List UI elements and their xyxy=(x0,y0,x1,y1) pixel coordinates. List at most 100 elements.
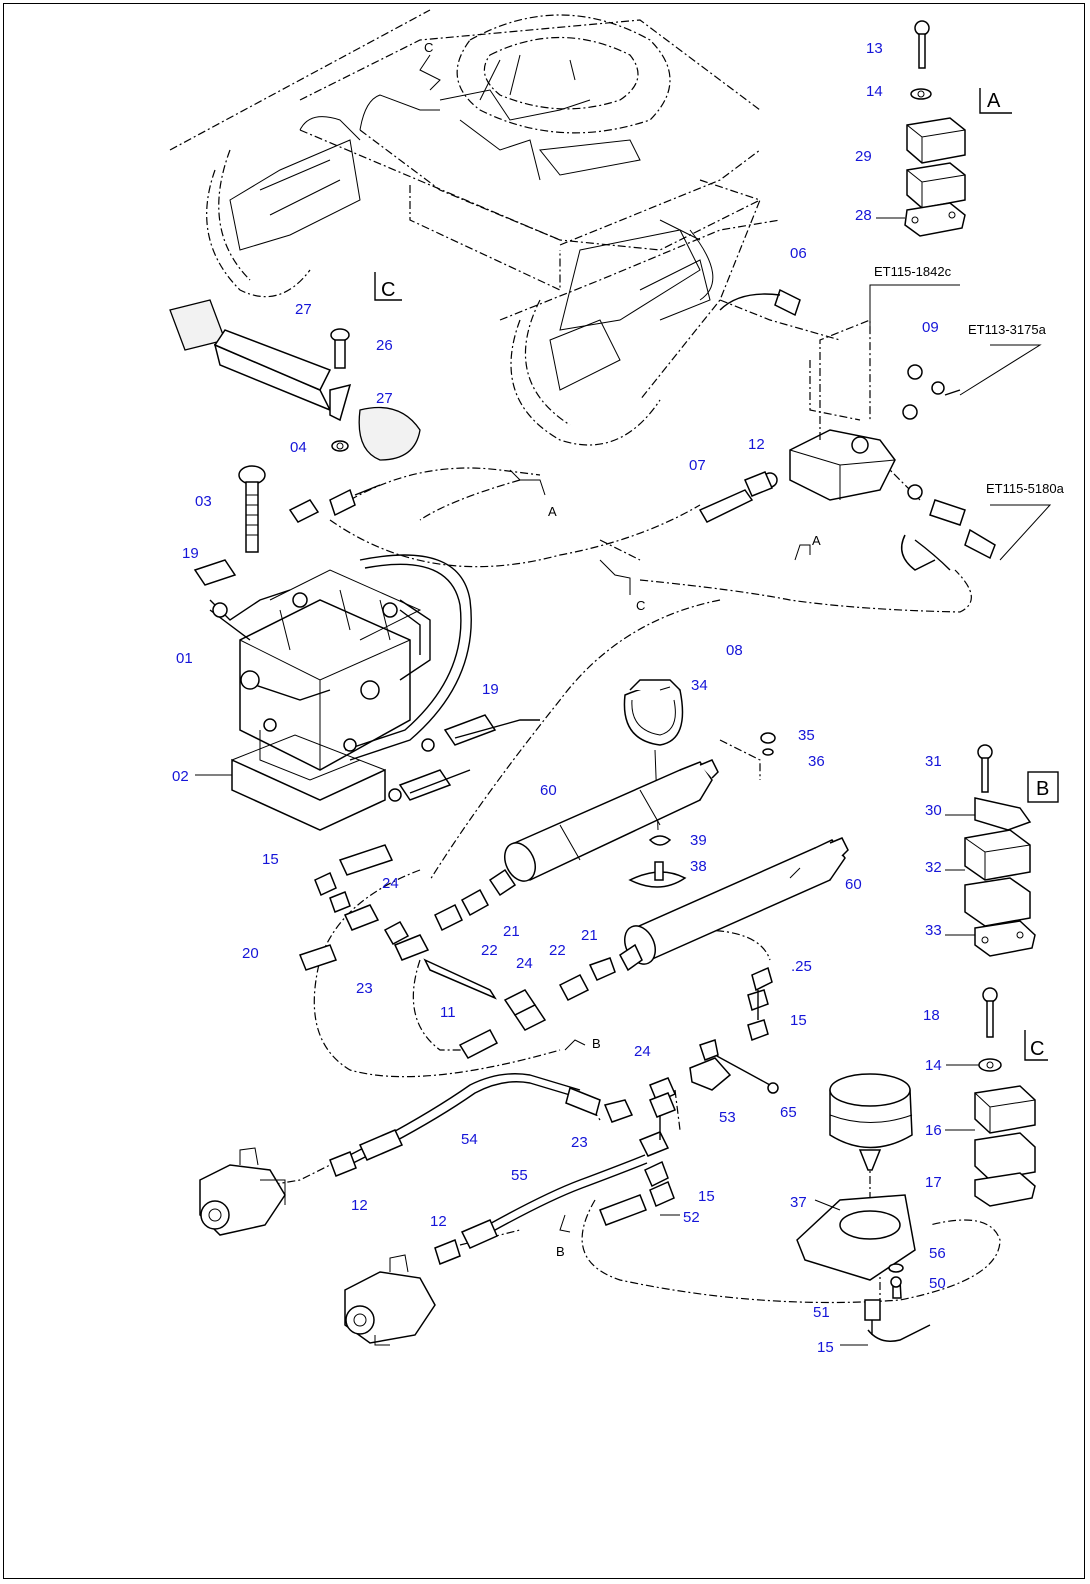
label-19-a: 19 xyxy=(182,545,199,562)
label-52: 52 xyxy=(683,1209,700,1226)
label-37: 37 xyxy=(790,1194,807,1211)
label-15-b: 15 xyxy=(790,1012,807,1029)
label-02: 02 xyxy=(172,768,189,785)
label-08: 08 xyxy=(726,642,743,659)
label-55: 55 xyxy=(511,1167,528,1184)
view-ref-c-lower-label: C xyxy=(1030,1038,1044,1060)
detail-a-clamp xyxy=(904,20,966,237)
label-27-b: 27 xyxy=(376,390,393,407)
label-31: 31 xyxy=(925,753,942,770)
label-22-b: 22 xyxy=(549,942,566,959)
label-24-c: 24 xyxy=(634,1043,651,1060)
label-32: 32 xyxy=(925,859,942,876)
label-14-b: 14 xyxy=(925,1057,942,1074)
label-14-a: 14 xyxy=(866,83,883,100)
arrow-ref-b-1: B xyxy=(592,1036,601,1051)
bolt-03 xyxy=(238,465,266,553)
view-ref-box-c-lower: C xyxy=(1024,1030,1048,1061)
label-38: 38 xyxy=(690,858,707,875)
label-50: 50 xyxy=(929,1275,946,1292)
label-60-b: 60 xyxy=(845,876,862,893)
code-ref-1: ET115-1842c xyxy=(874,264,952,279)
label-24-b: 24 xyxy=(516,955,533,972)
label-15-a: 15 xyxy=(262,851,279,868)
label-03: 03 xyxy=(195,493,212,510)
view-ref-a-label: A xyxy=(987,90,1001,112)
control-valve-assembly xyxy=(209,554,472,831)
label-24-a: 24 xyxy=(382,875,399,892)
label-56: 56 xyxy=(929,1245,946,1262)
view-ref-box-b: B xyxy=(1027,771,1059,803)
label-16: 16 xyxy=(925,1122,942,1139)
label-11: 11 xyxy=(440,1004,456,1021)
code-ref-3: ET115-5180a xyxy=(986,481,1065,496)
label-23-a: 23 xyxy=(356,980,373,997)
clamp-group-27 xyxy=(169,299,421,461)
label-17: 17 xyxy=(925,1174,942,1191)
arrow-ref-c-top: C xyxy=(424,40,433,55)
label-21-a: 21 xyxy=(503,923,520,940)
label-39: 39 xyxy=(690,832,707,849)
view-ref-box-c-upper: C xyxy=(374,272,402,301)
label-21-b: 21 xyxy=(581,927,598,944)
brake-cylinder-right xyxy=(344,1254,436,1346)
centre-fittings xyxy=(299,844,616,1059)
label-15-c: 15 xyxy=(698,1188,715,1205)
label-18: 18 xyxy=(923,1007,940,1024)
label-54: 54 xyxy=(461,1131,478,1148)
label-25: .25 xyxy=(791,958,812,975)
label-09: 09 xyxy=(922,319,939,336)
label-27-a: 27 xyxy=(295,301,312,318)
label-65: 65 xyxy=(780,1104,797,1121)
arrow-ref-a-1: A xyxy=(548,504,557,519)
distribution-block xyxy=(719,288,996,571)
accumulator-65 xyxy=(796,1073,931,1342)
label-22-a: 22 xyxy=(481,942,498,959)
label-51: 51 xyxy=(813,1304,830,1321)
label-07: 07 xyxy=(689,457,706,474)
label-29: 29 xyxy=(855,148,872,165)
label-34: 34 xyxy=(691,677,708,694)
label-53: 53 xyxy=(719,1109,736,1126)
view-ref-b-label: B xyxy=(1036,778,1049,800)
label-19-b: 19 xyxy=(482,681,499,698)
right-fittings xyxy=(747,966,773,1041)
arrow-ref-b-2: B xyxy=(556,1244,565,1259)
view-ref-box-a: A xyxy=(979,88,1012,114)
label-26: 26 xyxy=(376,337,393,354)
arrow-ref-a-2: A xyxy=(812,533,821,548)
arrow-ref-c-2: C xyxy=(636,598,645,613)
part-labels: 13 14 29 28 06 09 27 26 27 04 03 12 07 1… xyxy=(172,40,946,1356)
detail-c-clamp xyxy=(974,987,1036,1207)
view-markers xyxy=(419,54,811,1233)
label-60-a: 60 xyxy=(540,782,557,799)
label-30: 30 xyxy=(925,802,942,819)
lower-hose-assembly xyxy=(329,1039,779,1265)
cylinder-60-lower xyxy=(619,837,849,972)
label-12-a: 12 xyxy=(748,436,765,453)
leader-lines xyxy=(195,217,1052,1346)
label-06: 06 xyxy=(790,245,807,262)
label-23-b: 23 xyxy=(571,1134,588,1151)
label-35: 35 xyxy=(798,727,815,744)
label-33: 33 xyxy=(925,922,942,939)
cylinder-60-upper xyxy=(488,759,719,897)
label-12-c: 12 xyxy=(430,1213,447,1230)
routing-lines xyxy=(239,299,1001,1304)
hose-07 xyxy=(698,471,773,523)
valve-fittings xyxy=(193,484,540,802)
label-04: 04 xyxy=(290,439,307,456)
machine-body-outline xyxy=(169,9,781,446)
detail-b-clamp xyxy=(964,744,1036,957)
label-13: 13 xyxy=(866,40,883,57)
view-ref-c-label: C xyxy=(381,279,395,301)
label-20: 20 xyxy=(242,945,259,962)
brake-cylinder-left xyxy=(199,1147,286,1236)
code-ref-2: ET113-3175a xyxy=(968,322,1047,337)
label-12-b: 12 xyxy=(351,1197,368,1214)
label-01: 01 xyxy=(176,650,193,667)
cylinder-clamp-34 xyxy=(623,679,776,888)
label-15-d: 15 xyxy=(817,1339,834,1356)
label-28: 28 xyxy=(855,207,872,224)
